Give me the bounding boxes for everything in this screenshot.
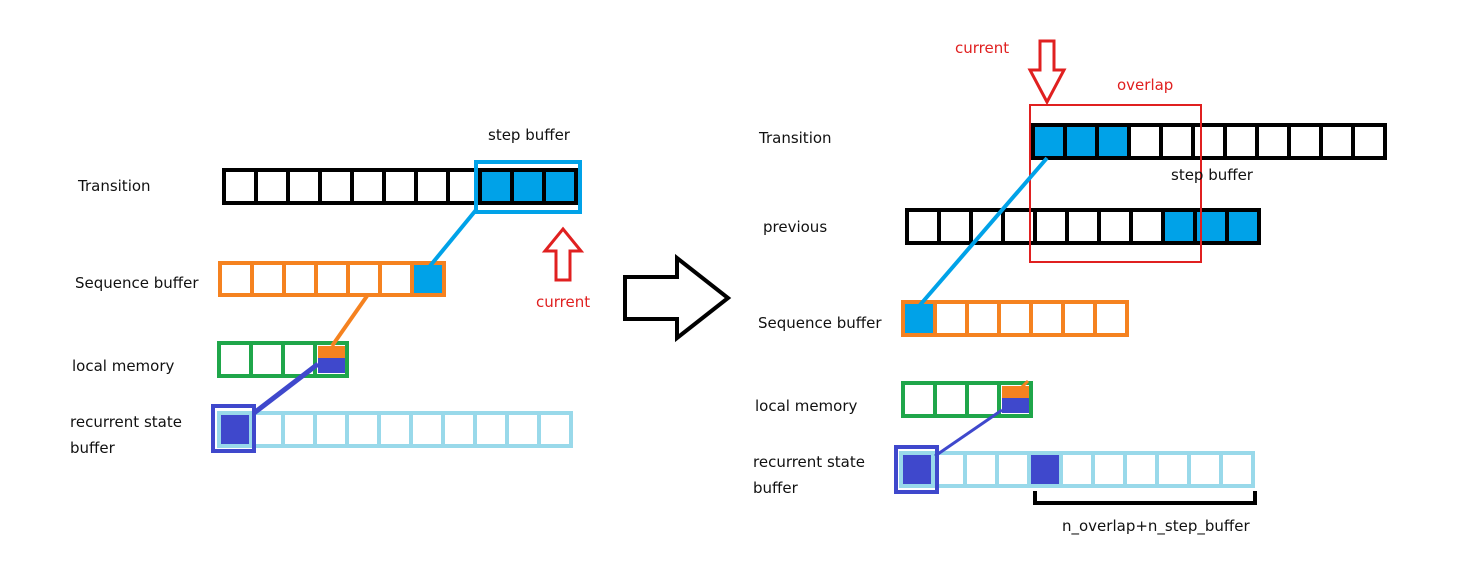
- left-connector-sequence-to-memory: [330, 294, 369, 348]
- right-transition-buffer-filled-cell-2: [1099, 127, 1127, 156]
- left-transition-buffer-outline: [222, 168, 578, 205]
- down-arrow-icon: [1027, 39, 1067, 106]
- left-transition-label: Transition: [78, 177, 151, 195]
- left-recurrent-state-buffer-filled-cell-0: [221, 415, 249, 444]
- left-connector-memory-to-state: [252, 362, 320, 415]
- left-recurrent-state-buffer-outline: [217, 411, 573, 448]
- left-step-buffer-label: step buffer: [488, 126, 570, 144]
- right-recurrent-highlight-box: [894, 445, 939, 494]
- left-recurrent-state-label-line2: buffer: [70, 439, 115, 457]
- right-previous-buffer-filled-cell-10: [1229, 212, 1257, 241]
- left-transition-buffer-filled-cell-10: [546, 172, 574, 201]
- right-previous-buffer-outline: [905, 208, 1261, 245]
- right-sequence-buffer-filled-cell-0: [905, 304, 933, 333]
- right-local-memory-orange-half: [1002, 386, 1029, 398]
- right-current-label: current: [955, 39, 1010, 57]
- right-bracket: [1033, 491, 1257, 505]
- right-previous-label: previous: [763, 218, 828, 236]
- left-step-buffer-box: [474, 160, 582, 214]
- right-connector-transition-to-sequence: [918, 156, 1049, 307]
- right-previous-buffer-filled-cell-8: [1165, 212, 1193, 241]
- right-transition-buffer-filled-cell-0: [1035, 127, 1063, 156]
- left-local-memory-blue-half: [318, 358, 346, 373]
- up-arrow-icon: [541, 226, 585, 282]
- right-recurrent-state-buffer-outline: [899, 451, 1255, 488]
- right-recurrent-state-buffer-filled-cell-4: [1031, 455, 1059, 484]
- right-local-memory-label: local memory: [755, 397, 858, 415]
- right-recurrent-state-label-line2: buffer: [753, 479, 798, 497]
- left-transition-buffer-filled-cell-9: [514, 172, 542, 201]
- left-recurrent-state-label-line1: recurrent state: [70, 413, 182, 431]
- left-connector-step-to-sequence: [428, 208, 478, 268]
- left-current-label: current: [536, 293, 591, 311]
- left-sequence-buffer-filled-cell-6: [414, 265, 442, 293]
- right-connector-memory-local: [1015, 379, 1030, 394]
- right-connector-memory-to-state: [934, 408, 1003, 458]
- right-transition-buffer-filled-cell-1: [1067, 127, 1095, 156]
- left-sequence-buffer-outline: [218, 261, 446, 297]
- left-transition-buffer-filled-cell-8: [482, 172, 510, 201]
- right-transition-label: Transition: [759, 129, 832, 147]
- right-local-memory-blue-half: [1002, 398, 1029, 413]
- right-transition-buffer-outline: [1031, 123, 1387, 160]
- right-brace-label: n_overlap+n_step_buffer: [1062, 517, 1250, 535]
- right-recurrent-state-buffer-filled-cell-0: [903, 455, 931, 484]
- right-overlap-label: overlap: [1117, 76, 1174, 94]
- left-sequence-buffer-label: Sequence buffer: [75, 274, 199, 292]
- right-sequence-buffer-outline: [901, 300, 1129, 337]
- right-recurrent-state-label-line1: recurrent state: [753, 453, 865, 471]
- right-step-buffer-label: step buffer: [1171, 166, 1253, 184]
- left-local-memory-orange-half: [318, 346, 346, 358]
- right-overlap-box: [1029, 104, 1202, 263]
- right-sequence-buffer-label: Sequence buffer: [758, 314, 882, 332]
- right-arrow-icon: [623, 253, 732, 343]
- left-local-memory-label: local memory: [72, 357, 175, 375]
- left-recurrent-highlight-box: [211, 404, 256, 453]
